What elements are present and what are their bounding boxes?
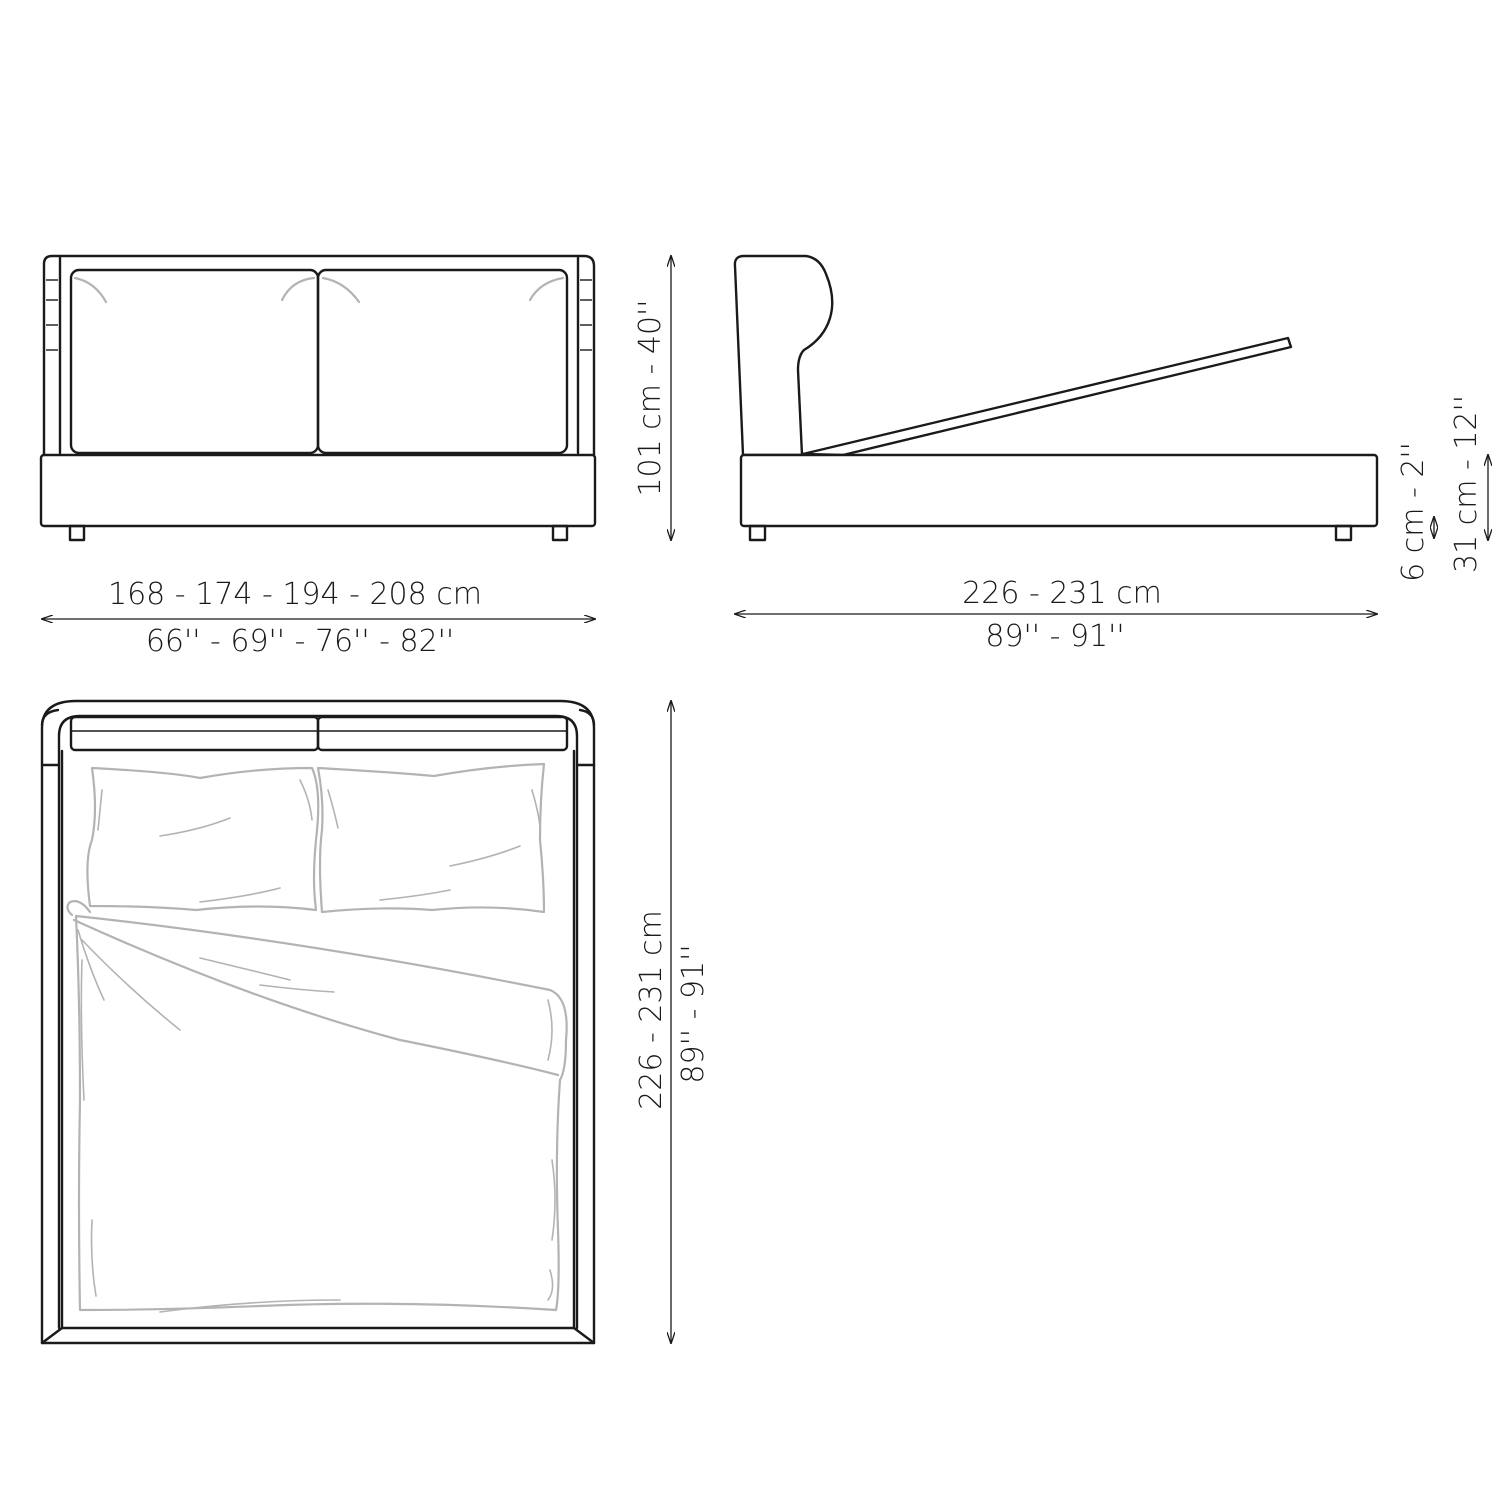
side-lift-platform	[801, 336, 1293, 457]
side-headboard	[733, 254, 834, 457]
side-length-cm-label: 226 - 231 cm	[962, 576, 1162, 611]
top-headboard-inner	[57, 714, 579, 1330]
top-duvet-fold	[72, 918, 560, 1077]
front-view	[39, 254, 597, 542]
top-pillow-left	[86, 766, 320, 912]
front-width-cm-label: 168 - 174 - 194 - 208 cm	[108, 577, 482, 612]
top-duvet-wrinkles	[77, 929, 556, 1313]
top-duvet	[74, 914, 568, 1312]
side-leg-left	[748, 524, 767, 542]
top-pillow-wrinkles	[97, 779, 541, 903]
front-cushion-creases	[73, 276, 565, 304]
top-length-in-label: 89'' - 91''	[676, 944, 711, 1083]
front-base	[39, 453, 597, 528]
leg-height-label: 6 cm - 2''	[1396, 442, 1431, 582]
front-headboard	[42, 254, 596, 457]
top-length-cm-label: 226 - 231 cm	[634, 910, 669, 1110]
top-cushion-right	[316, 715, 569, 752]
front-width-in-label: 66'' - 69'' - 76'' - 82''	[146, 624, 454, 659]
side-leg-right	[1334, 524, 1353, 542]
top-pillow-right	[316, 762, 546, 914]
front-leg-left	[68, 524, 86, 542]
side-view	[733, 254, 1379, 542]
top-mattress-border	[40, 1326, 596, 1345]
top-cushion-left	[69, 715, 320, 752]
front-cushion-left	[69, 268, 320, 455]
top-view	[40, 699, 596, 1345]
side-base	[739, 453, 1379, 528]
side-length-in-label: 89'' - 91''	[985, 619, 1124, 654]
front-leg-right	[551, 524, 569, 542]
front-cushion-right	[316, 268, 569, 455]
front-height-label: 101 cm - 40''	[633, 299, 668, 496]
frame-height-label: 31 cm - 12''	[1449, 395, 1484, 573]
front-stitch-marks	[46, 279, 592, 351]
